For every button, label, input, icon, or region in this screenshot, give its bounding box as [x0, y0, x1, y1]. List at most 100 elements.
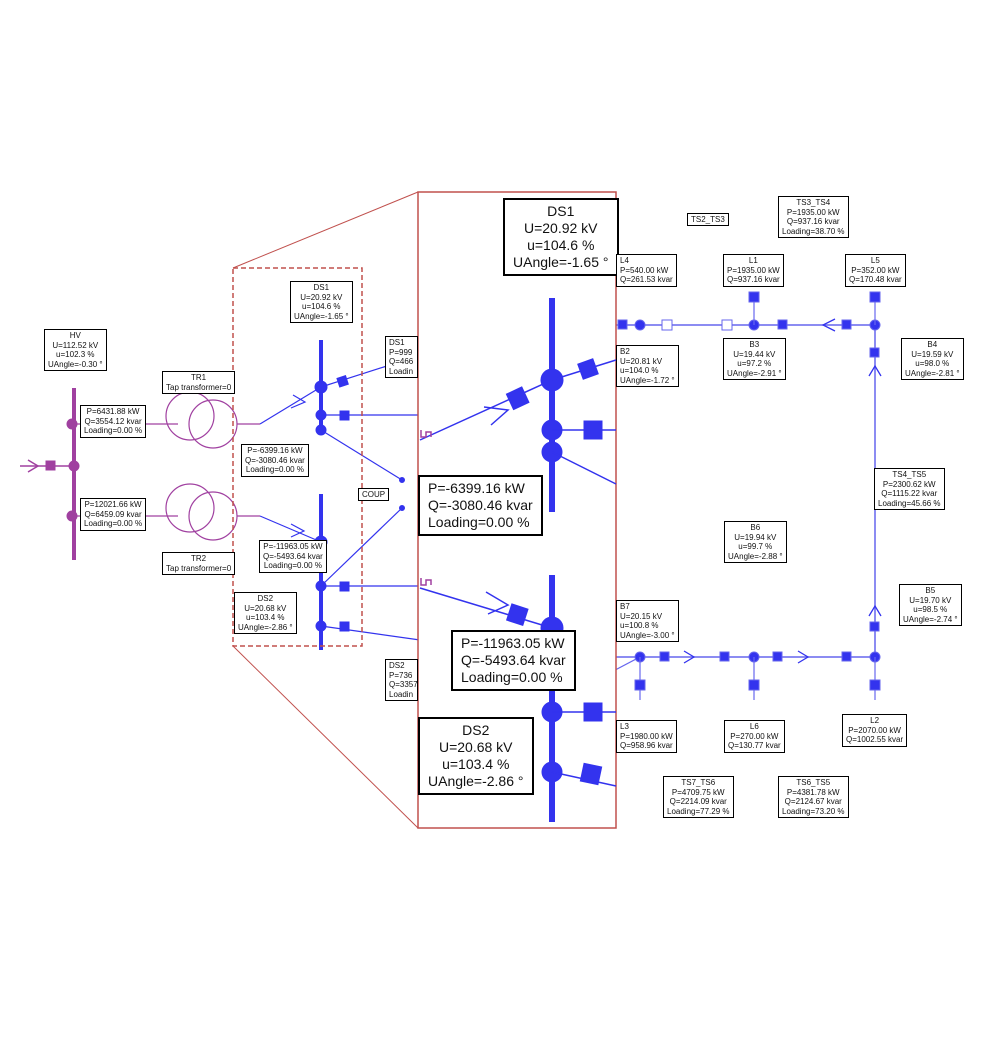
ds2-name: DS2 — [257, 594, 274, 603]
ts7-ts6-label: TS7_TS6 P=4709.75 kW Q=2214.09 kvar Load… — [663, 776, 734, 818]
b6-breaker[interactable] — [772, 651, 783, 662]
l3-symbol[interactable] — [634, 679, 646, 691]
zoom-connector-top — [232, 191, 419, 269]
l1-name: L1 — [748, 256, 758, 265]
ts6-ts5-name: TS6_TS5 — [796, 778, 831, 787]
ds1-out-line-1[interactable] — [320, 364, 391, 388]
b5-arrow-icon — [868, 604, 882, 617]
b7-name: B7 — [620, 602, 630, 611]
tr2-tap-text: Tap transformer= — [166, 563, 227, 573]
zoom-tr1-loading: Loading=0.00 % — [428, 514, 530, 530]
zoom-ds1-breaker-2[interactable] — [583, 420, 603, 440]
tr2-hv-p: P=12021.66 kW — [84, 500, 142, 509]
ds2-breaker-2[interactable] — [339, 621, 350, 632]
tr2-hv-loading: Loading=0.00 % — [84, 519, 143, 528]
l6-symbol[interactable] — [748, 679, 760, 691]
b3-label: B3 U=19.44 kV u=97.2 % UAngle=-2.91 ° — [723, 338, 786, 380]
zoom-tr2-arrow-icon — [485, 591, 510, 615]
coupler-node-top[interactable] — [399, 477, 405, 483]
ts2-ts3-switch-2[interactable] — [721, 319, 733, 331]
b5-up-breaker[interactable] — [869, 621, 880, 632]
tr1-name: TR1 — [191, 373, 207, 382]
zoom-ds2-breaker-2[interactable] — [579, 762, 603, 786]
l6-label: L6 P=270.00 kW Q=130.77 kvar — [724, 720, 785, 753]
zoom-tr1-q: Q=-3080.46 kvar — [428, 497, 533, 513]
tr1-label: TR1 Tap transformer=0 — [162, 371, 236, 394]
b5-angle: UAngle=-2.74 ° — [903, 614, 958, 624]
ds1-breaker-2[interactable] — [339, 410, 350, 421]
zoom-tr1-line[interactable] — [419, 379, 553, 441]
b2-breaker[interactable] — [617, 319, 628, 330]
ds2-out-line-2[interactable] — [320, 625, 421, 641]
ts3-ts4-p: P=1935.00 kW — [786, 207, 840, 217]
b7-angle: UAngle=-3.00 ° — [620, 630, 675, 640]
b4-breaker[interactable] — [841, 319, 852, 330]
l2-symbol[interactable] — [869, 679, 881, 691]
b4-angle: UAngle=-2.81 ° — [905, 368, 960, 378]
ts3-ts4-loading: Loading=38.70 % — [782, 226, 845, 236]
tr2-mv-arrow-icon — [290, 523, 306, 538]
zoom-ds2-percent: u=103.4 % — [442, 756, 510, 772]
tr2-label: TR2 Tap transformer=0 — [162, 552, 236, 575]
ds1-breaker-1[interactable] — [336, 375, 349, 388]
ts7-ts6-name: TS7_TS6 — [681, 778, 716, 787]
zoom-tr2-flow-label: P=-11963.05 kW Q=-5493.64 kvar Loading=0… — [451, 630, 576, 691]
ds2-line-name: DS2 — [389, 661, 405, 670]
ts7-ts6-arrow-icon — [683, 650, 696, 664]
b7-breaker[interactable] — [659, 651, 670, 662]
l1-symbol[interactable] — [748, 291, 760, 303]
b5-breaker[interactable] — [841, 651, 852, 662]
zoom-tr2-p: P=-11963.05 kW — [461, 635, 565, 651]
tr2-mv-line[interactable] — [259, 515, 322, 543]
b3-percent: u=97.2 % — [737, 359, 772, 368]
b3-breaker[interactable] — [777, 319, 788, 330]
tr1-tap-value: 0 — [226, 382, 232, 392]
ts2-ts3-switch-1[interactable] — [661, 319, 673, 331]
hv-feeder-breaker[interactable] — [45, 460, 56, 471]
l2-name: L2 — [870, 716, 880, 725]
coupler-node-bottom[interactable] — [399, 505, 405, 511]
zoom-ds1-percent: u=104.6 % — [527, 237, 595, 253]
ds2-breaker-1[interactable] — [339, 581, 350, 592]
zoom-ds2-breaker-1[interactable] — [583, 702, 603, 722]
ts7-ts6-breaker[interactable] — [719, 651, 730, 662]
tr2-lv-flow-label: P=-11963.05 kW Q=-5493.64 kvar Loading=0… — [259, 540, 327, 573]
zoom-tr1-p: P=-6399.16 kW — [428, 480, 525, 496]
tr1-lv-p: P=-6399.16 kW — [247, 446, 303, 455]
zoom-coupler-line[interactable] — [551, 451, 617, 485]
hv-bus-name: HV — [69, 331, 81, 340]
b4-down-breaker[interactable] — [869, 347, 880, 358]
l1-q: Q=937.16 kvar — [727, 275, 780, 284]
tr2-lv-loading: Loading=0.00 % — [263, 561, 322, 570]
tr1-mv-line[interactable] — [259, 386, 322, 425]
tr2-lv-p: P=-11963.05 kW — [263, 542, 323, 551]
b5-voltage: U=19.70 kV — [909, 595, 952, 605]
zoom-ds1-breaker-1[interactable] — [577, 358, 599, 380]
l5-label: L5 P=352.00 kW Q=170.48 kvar — [845, 254, 906, 287]
ds2-voltage: U=20.68 kV — [244, 603, 287, 613]
tr1-hv-p: P=6431.88 kW — [86, 407, 140, 416]
b2-node[interactable] — [634, 319, 646, 331]
b4-label: B4 U=19.59 kV u=98.0 % UAngle=-2.81 ° — [901, 338, 964, 380]
zoom-tr1-breaker[interactable] — [505, 386, 530, 411]
tr2-tap-value: 0 — [226, 563, 232, 573]
zoom-ds2-angle: UAngle=-2.86 ° — [428, 773, 524, 789]
ts6-ts5-label: TS6_TS5 P=4381.78 kW Q=2124.67 kvar Load… — [778, 776, 849, 818]
hv-bus-label: HV U=112.52 kV u=102.3 % UAngle=-0.30 ° — [44, 329, 107, 371]
tr2-winding-1[interactable] — [165, 483, 215, 533]
zoom-tr2-breaker[interactable] — [505, 603, 529, 626]
zoom-tr2-line[interactable] — [419, 587, 553, 629]
ts3-ts4-arrow-icon — [821, 318, 836, 332]
ts2-ts3-label: TS2_TS3 — [687, 213, 729, 226]
zoom-ds1-name: DS1 — [547, 203, 575, 219]
tr1-mv-arrow-icon — [290, 394, 307, 409]
l6-q: Q=130.77 kvar — [728, 741, 781, 750]
tr2-hv-flow-label: P=12021.66 kW Q=6459.09 kvar Loading=0.0… — [80, 498, 147, 531]
coupler-label: COUP — [358, 488, 390, 501]
b4-name: B4 — [927, 340, 938, 349]
b5-label: B5 U=19.70 kV u=98.5 % UAngle=-2.74 ° — [899, 584, 962, 626]
ts4-ts5-label: TS4_TS5 P=2300.62 kW Q=1115.22 kvar Load… — [874, 468, 945, 510]
zoom-ds2-name: DS2 — [462, 722, 490, 738]
hv-bus-node[interactable] — [68, 460, 80, 472]
l5-symbol[interactable] — [869, 291, 881, 303]
